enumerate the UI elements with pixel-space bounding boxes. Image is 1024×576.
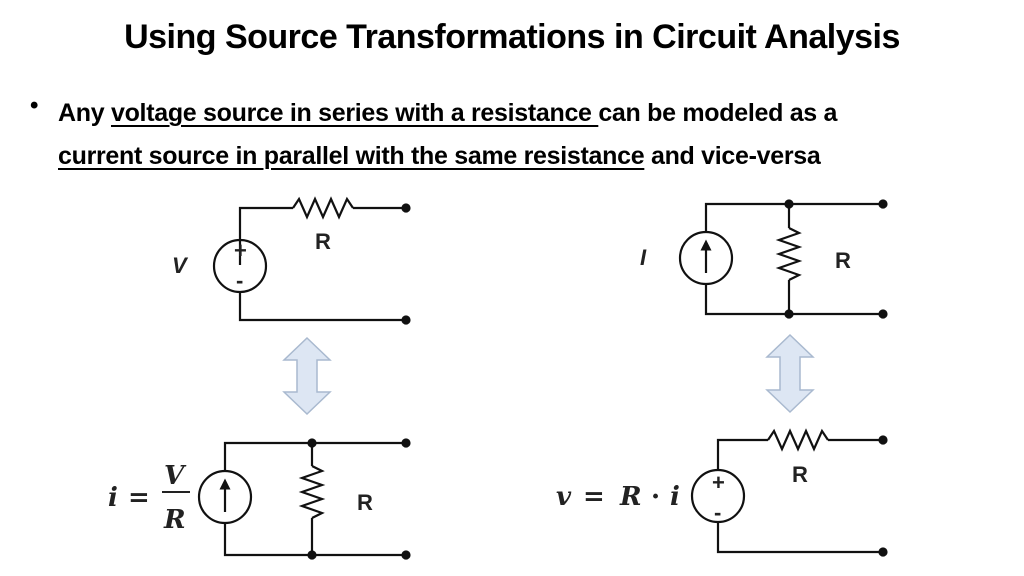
terminal-dot [878,309,888,319]
circuit-current-parallel-top [678,199,888,319]
double-arrow-icon [765,333,815,414]
resistor-label: R [792,462,808,487]
eq-equals: = [128,483,150,513]
node-dot [307,550,317,560]
plus-sign: + [234,238,247,263]
bullet-marker: • [30,92,39,119]
terminal-dot [401,438,411,448]
bullet-text-part-3: can be modeled as a [598,99,838,127]
resistor-icon [767,428,829,452]
bullet-text-part-5: and vice-versa [644,142,821,170]
wire-top [704,202,883,232]
circuit-current-parallel [197,438,411,560]
equation-v-equals-r-times-i: v = R · i [556,482,680,512]
wire-top [716,438,768,470]
bullet-text-underlined-1: voltage source in series with a resistan… [110,99,599,127]
circuit-voltage-series-bottom [690,428,888,557]
resistor-label: R [835,248,851,273]
node-dot [784,199,794,209]
bullet-text: Any voltage source in series with a resi… [58,92,1008,178]
resistor-icon [292,196,354,220]
wire-bottom [704,284,883,316]
bullet-text-underlined-2: current source in parallel with the same… [58,142,645,170]
circuit-voltage-series [212,196,411,325]
resistor-label: R [315,229,331,254]
terminal-dot [878,435,888,445]
source-label-i: I [640,245,647,270]
eq-numerator: V [164,461,187,491]
double-arrow-icon [282,336,332,416]
resistor-icon [298,465,326,519]
terminal-dot [401,550,411,560]
minus-sign: - [714,500,721,525]
terminal-dot [401,315,411,325]
source-label-v: V [172,253,189,278]
wire-bottom [223,522,406,557]
terminal-dot [878,547,888,557]
eq-i: i [670,482,680,512]
voltage-source-icon [690,468,746,524]
eq-equals: = [583,482,605,512]
equation-i-equals-v-over-r: i = V R [108,461,190,535]
eq-dot: · [651,482,660,512]
bullet-text-part-1: Any [58,99,111,127]
resistor-label: R [357,490,373,515]
resistor-icon [775,227,803,281]
minus-sign: - [236,268,243,293]
eq-i: i [108,483,118,513]
plus-sign: + [712,470,725,495]
node-dot [307,438,317,448]
wire-bottom [716,522,883,554]
eq-v: v [556,482,572,512]
wire-bottom [238,293,406,322]
terminal-dot [878,199,888,209]
terminal-dot [401,203,411,213]
wire-top [223,441,406,470]
current-source-icon [197,469,253,525]
voltage-source-icon [212,238,268,294]
eq-r: R [619,482,642,512]
node-dot [784,309,794,319]
wire-top [238,206,293,265]
slide-title: Using Source Transformations in Circuit … [124,18,900,56]
eq-denominator: R [163,505,186,535]
current-source-icon [678,230,734,286]
